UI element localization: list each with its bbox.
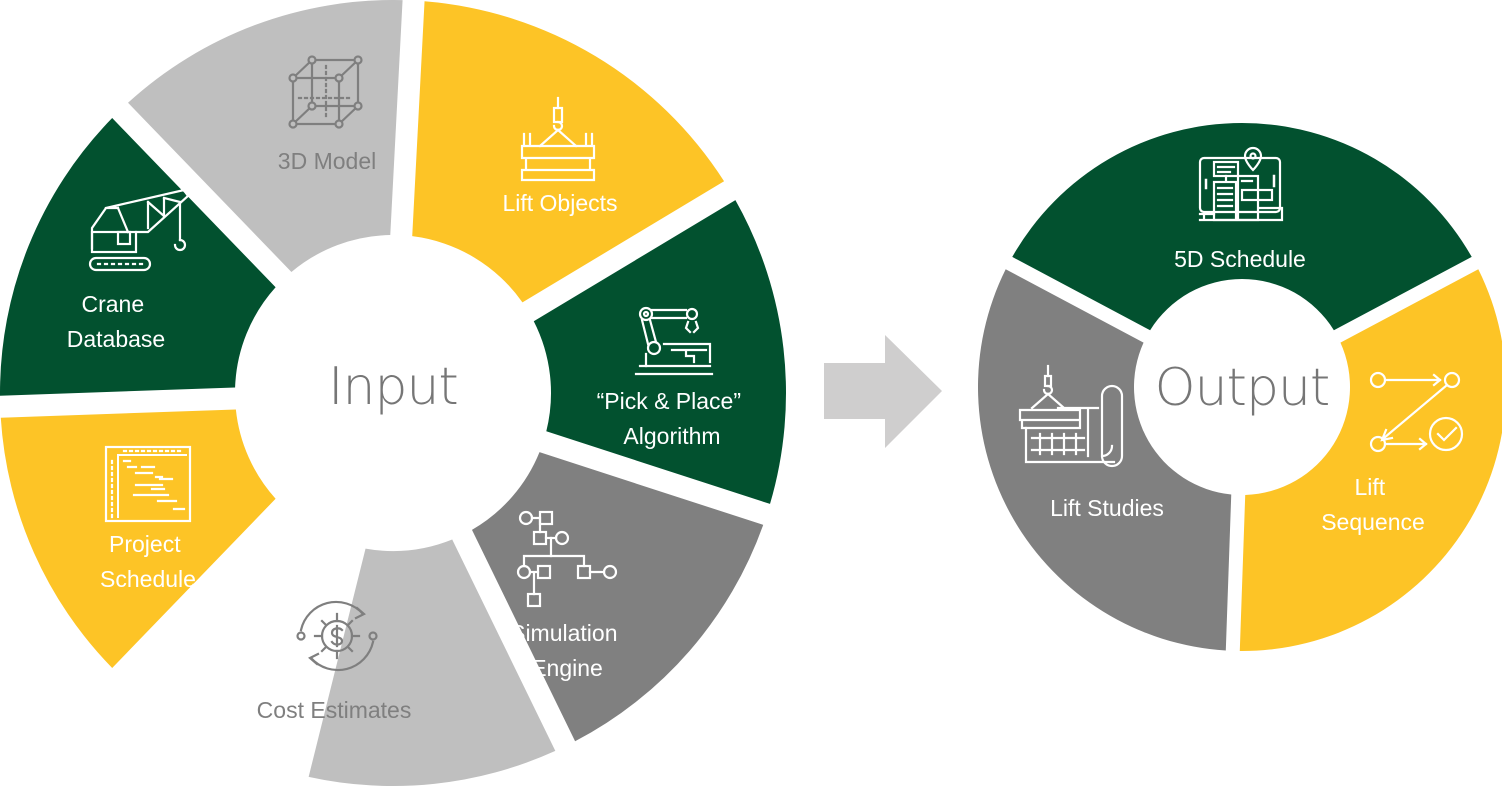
lift-blueprint-icon [1018,364,1124,468]
label-lift-sequence: Lift Sequence [1321,474,1425,535]
output-wheel: 5D Schedule Lift Sequence [977,123,1502,651]
segment-pick-place-algorithm[interactable] [533,200,787,504]
robot-arm-icon [634,306,714,376]
label-simulation-engine: Simulation Engine [510,620,624,681]
input-wheel: Crane Database 3D Model Lift Obj [0,0,787,786]
input-hub-label: Input [328,357,458,417]
segment-project-schedule[interactable] [0,409,276,668]
segment-crane-database[interactable] [0,118,276,396]
label-project-schedule: Project Schedule [100,531,196,592]
label-5d-schedule: 5D Schedule [1174,246,1306,272]
hook-load-icon [520,96,596,182]
segment-5d-schedule[interactable] [1012,123,1472,331]
gantt-chart-icon [104,445,192,523]
label-crane-database: Crane Database [67,291,165,352]
dollar-gear-cycle-icon [296,600,378,672]
segment-3d-model[interactable] [128,0,403,272]
segment-lift-studies[interactable] [977,269,1232,651]
crawler-crane-icon [88,188,190,272]
segment-lift-sequence[interactable] [1239,269,1502,651]
output-hub-label: Output [1155,358,1330,418]
label-cost-estimates: Cost Estimates [257,697,412,723]
label-3d-model: 3D Model [278,148,376,174]
right-arrow-icon [824,335,942,448]
label-lift-objects: Lift Objects [502,190,617,216]
path-sequence-check-icon [1369,371,1464,453]
segment-lift-objects[interactable] [412,1,725,303]
segment-cost-estimates[interactable] [308,539,556,786]
city-map-screen-icon [1198,146,1284,222]
wireframe-cube-icon [288,55,363,129]
label-lift-studies: Lift Studies [1050,495,1164,521]
label-pick-place-algorithm: “Pick & Place” Algorithm [597,388,748,449]
node-tree-icon [516,510,618,608]
